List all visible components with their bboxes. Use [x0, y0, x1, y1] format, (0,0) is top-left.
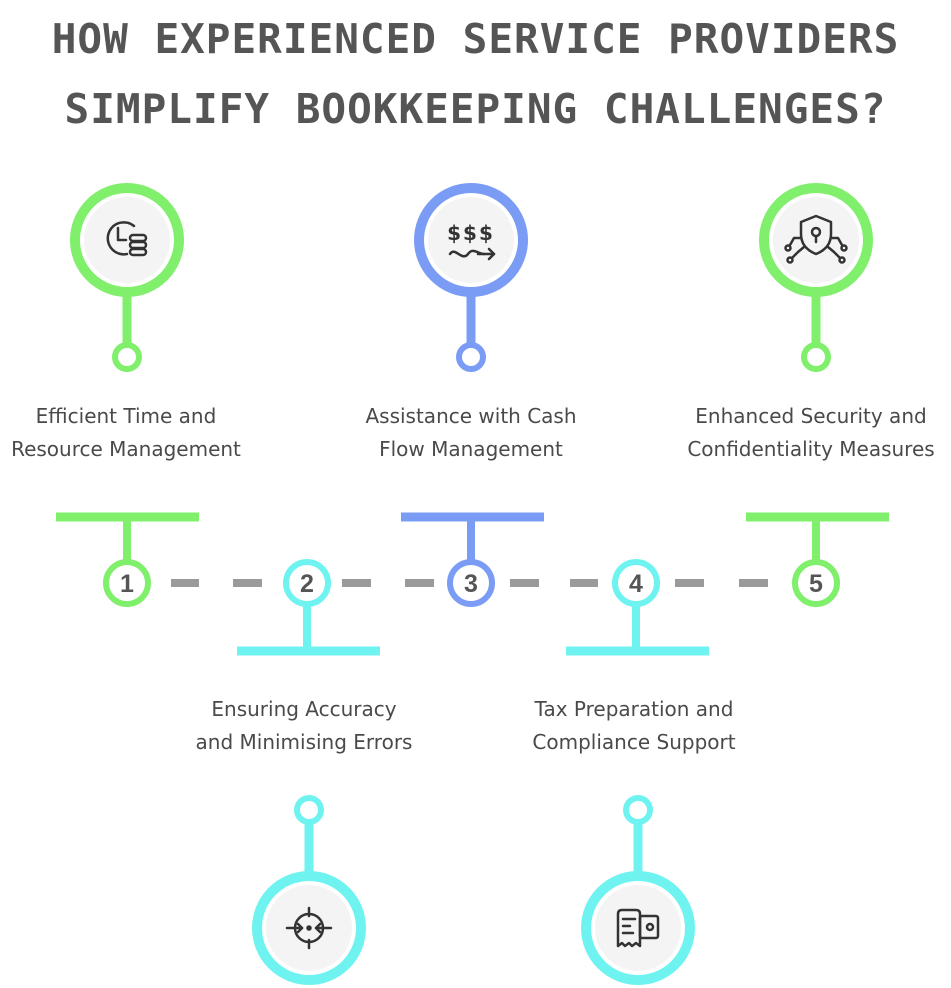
- target-crosshair-icon: [285, 906, 333, 950]
- step-2-small-ring: [294, 795, 324, 825]
- step-3-small-ring: [456, 342, 486, 372]
- step-3-node: [447, 559, 495, 607]
- step-5-number: 5: [809, 570, 823, 598]
- step-3: 3 $$$: [401, 183, 544, 607]
- step-1-number: 1: [120, 570, 134, 598]
- title-line-2: SIMPLIFY BOOKKEEPING CHALLENGES?: [64, 85, 887, 133]
- step-2-label-line-2: and Minimising Errors: [195, 730, 413, 754]
- step-4-label-line-1: Tax Preparation and: [534, 697, 734, 721]
- step-4: 4: [566, 559, 709, 985]
- step-5-small-ring: [801, 342, 831, 372]
- step-5-node: [792, 559, 840, 607]
- step-1: 1: [56, 183, 199, 607]
- step-1-label-line-1: Efficient Time and: [35, 404, 217, 428]
- step-1-node: [103, 559, 151, 607]
- step-3-label-line-1: Assistance with Cash: [365, 404, 577, 428]
- step-2-label-line-1: Ensuring Accuracy: [211, 697, 397, 721]
- step-4-label: Tax Preparation and Compliance Support: [474, 693, 794, 759]
- step-5: 5: [746, 183, 889, 607]
- step-3-number: 3: [464, 570, 478, 598]
- step-4-icon-disc: [595, 885, 681, 971]
- step-1-small-ring: [112, 342, 142, 372]
- step-1-label-line-2: Resource Management: [11, 437, 241, 461]
- step-3-label-line-2: Flow Management: [379, 437, 563, 461]
- step-2-label: Ensuring Accuracy and Minimising Errors: [144, 693, 464, 759]
- step-4-label-line-2: Compliance Support: [532, 730, 736, 754]
- step-4-number: 4: [629, 570, 643, 598]
- tax-document-icon: [616, 908, 660, 948]
- step-3-icon-disc: [428, 197, 514, 283]
- title-line-1: HOW EXPERIENCED SERVICE PROVIDERS: [51, 15, 900, 63]
- step-3-label: Assistance with Cash Flow Management: [311, 400, 631, 466]
- step-4-small-ring: [623, 795, 653, 825]
- infographic-title: HOW EXPERIENCED SERVICE PROVIDERS SIMPLI…: [0, 4, 951, 144]
- step-2: 2: [237, 559, 380, 985]
- dollar-flow-icon: $$$: [447, 221, 496, 261]
- step-2-number: 2: [300, 570, 314, 598]
- svg-text:$$$: $$$: [447, 221, 495, 245]
- clock-coins-icon: [106, 221, 148, 257]
- step-5-label-line-2: Confidentiality Measures: [687, 437, 935, 461]
- security-shield-icon: [784, 214, 848, 264]
- step-5-label: Enhanced Security and Confidentiality Me…: [651, 400, 951, 466]
- step-1-label: Efficient Time and Resource Management: [0, 400, 286, 466]
- step-5-label-line-1: Enhanced Security and: [695, 404, 927, 428]
